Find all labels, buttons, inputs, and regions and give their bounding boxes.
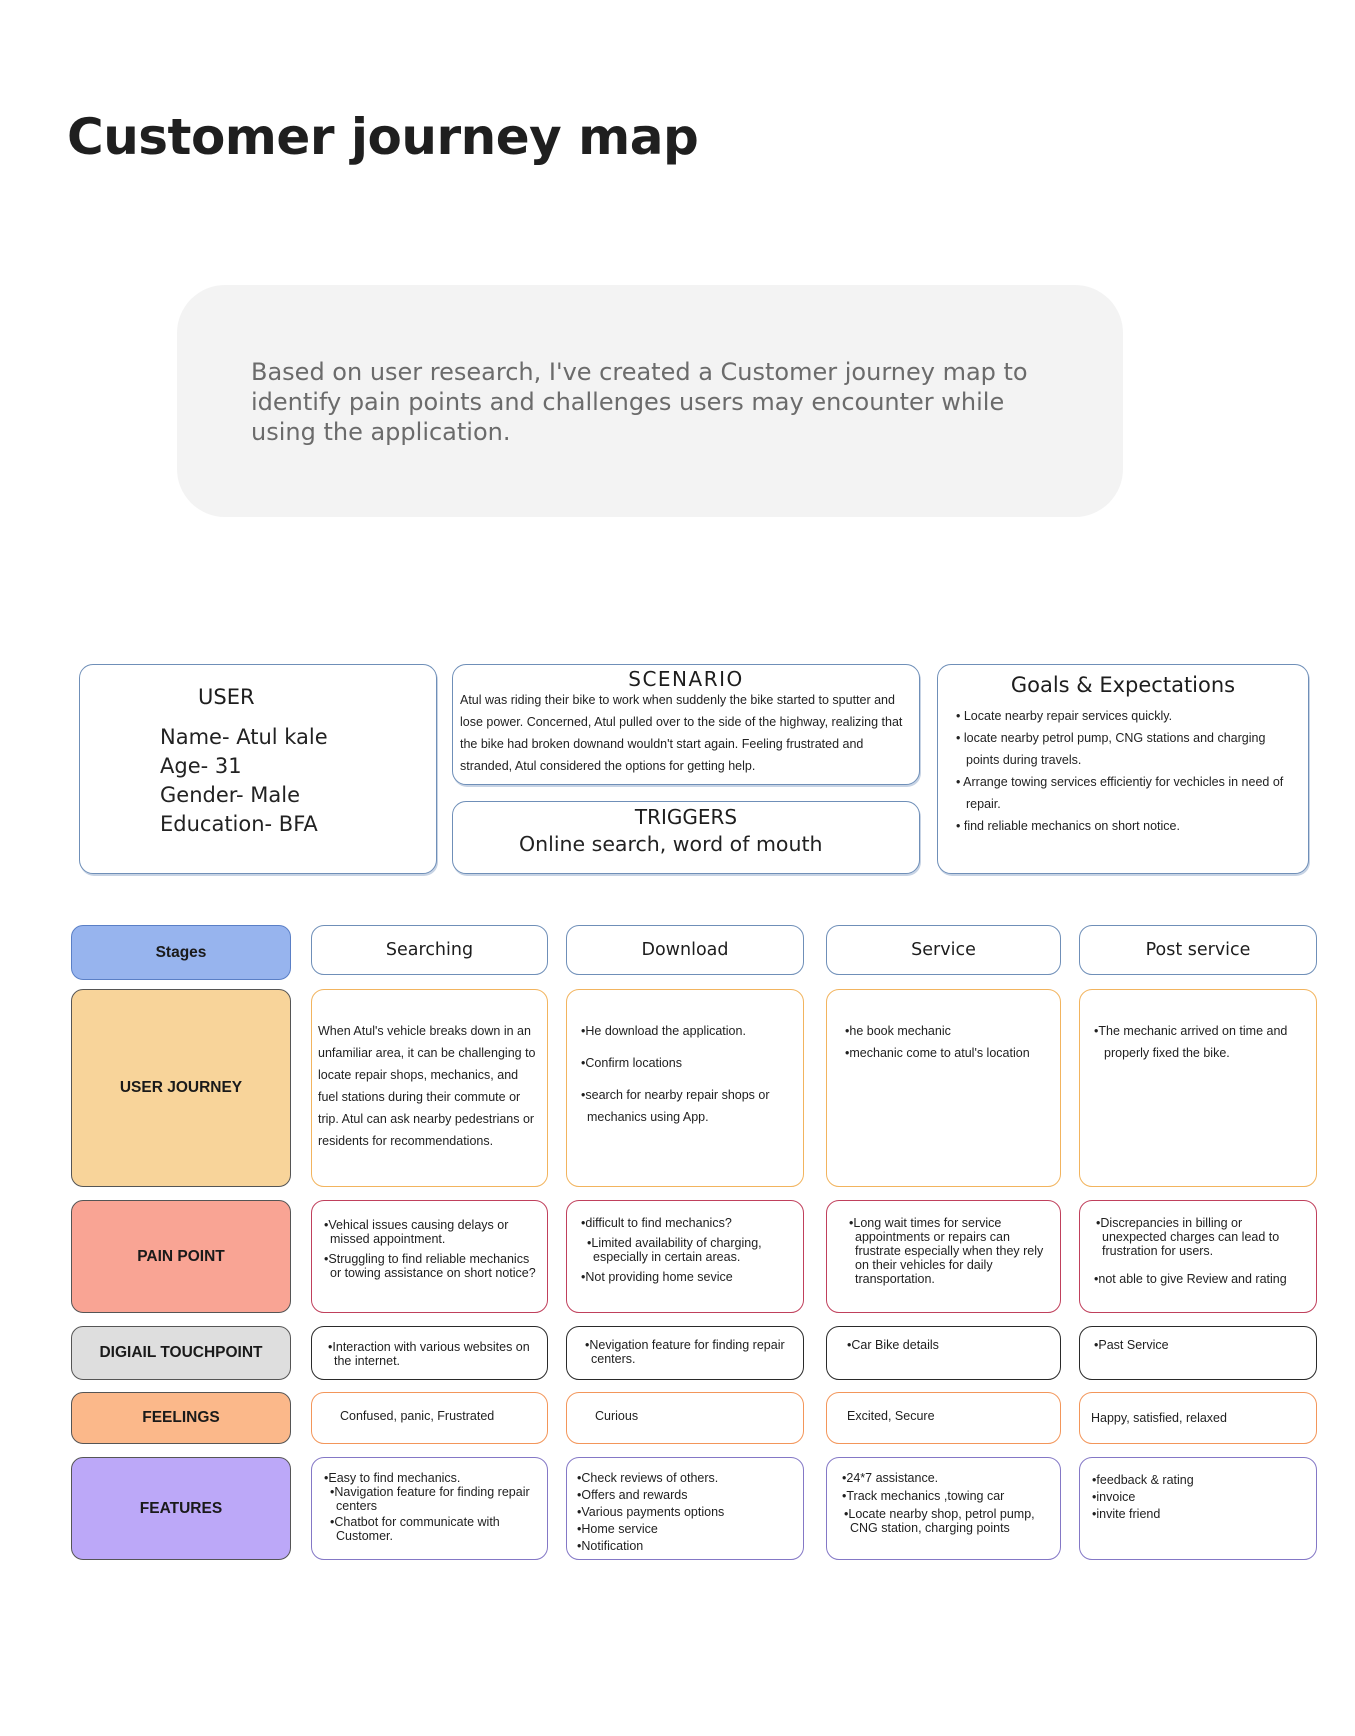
user-card: USER Name- Atul kale Age- 31 Gender- Mal… [79,664,437,874]
user-heading: USER [198,685,255,709]
pain-item: Limited availability of charging, especi… [581,1236,797,1264]
user-name: Name- Atul kale [160,725,328,749]
touch-item: Nevigation feature for finding repair ce… [583,1338,797,1366]
feature-item: Navigation feature for finding repair ce… [324,1485,543,1513]
feature-cell-service: 24*7 assistance. Track mechanics ,towing… [826,1457,1061,1560]
pain-item: difficult to find mechanics? [581,1216,797,1230]
pain-cell-searching: Vehical issues causing delays or missed … [311,1200,548,1313]
journey-item: he book mechanic [845,1020,1052,1042]
feeling-cell-searching: Confused, panic, Frustrated [311,1392,548,1444]
feeling-text: Curious [595,1409,639,1423]
pain-item: Not providing home sevice [581,1270,797,1284]
triggers-text: Online search, word of mouth [519,832,823,856]
row-label-touchpoint: DIGIAIL TOUCHPOINT [71,1326,291,1380]
journey-cell-download: He download the application. Confirm loc… [566,989,804,1187]
feature-item: Track mechanics ,towing car [842,1489,1054,1503]
touch-cell-searching: Interaction with various websites on the… [311,1326,548,1380]
feature-item: Locate nearby shop, petrol pump, CNG sta… [842,1507,1054,1535]
feeling-cell-post-service: Happy, satisfied, relaxed [1079,1392,1317,1444]
stage-service: Service [826,925,1061,975]
feature-item: Chatbot for communicate with Customer. [324,1515,543,1543]
feature-cell-post-service: feedback & rating invoice invite friend [1079,1457,1317,1560]
goal-item: locate nearby petrol pump, CNG stations … [956,727,1300,771]
goals-heading: Goals & Expectations [1010,673,1236,697]
user-details: Name- Atul kale Age- 31 Gender- Male Edu… [160,723,328,839]
row-label-stages: Stages [71,925,291,980]
feature-item: invite friend [1092,1507,1310,1521]
feature-cell-searching: Easy to find mechanics. Navigation featu… [311,1457,548,1560]
triggers-heading: TRIGGERS [634,805,738,829]
feeling-text: Happy, satisfied, relaxed [1091,1411,1227,1425]
pain-item: Struggling to find reliable mechanics or… [318,1252,543,1280]
stage-post-service: Post service [1079,925,1317,975]
journey-text: When Atul's vehicle breaks down in an un… [318,1024,536,1148]
goal-item: Arrange towing services efficientiy for … [956,771,1300,815]
triggers-card: TRIGGERS Online search, word of mouth [452,801,920,874]
scenario-heading: SCENARIO [628,667,744,691]
row-label-user-journey: USER JOURNEY [71,989,291,1187]
journey-cell-post-service: The mechanic arrived on time and properl… [1079,989,1317,1187]
scenario-text: Atul was riding their bike to work when … [460,693,903,773]
feature-item: Check reviews of others. [577,1471,797,1485]
goals-card: Goals & Expectations Locate nearby repai… [937,664,1309,874]
row-label-pain-point: PAIN POINT [71,1200,291,1313]
user-age: Age- 31 [160,754,242,778]
row-label-features: FEATURES [71,1457,291,1560]
journey-cell-searching: When Atul's vehicle breaks down in an un… [311,989,548,1187]
feature-item: Offers and rewards [577,1488,797,1502]
feeling-text: Excited, Secure [847,1409,935,1423]
pain-cell-service: Long wait times for service appointments… [826,1200,1061,1313]
goal-item: Locate nearby repair services quickly. [956,705,1300,727]
feeling-text: Confused, panic, Frustrated [340,1409,495,1423]
feature-item: Notification [577,1539,797,1553]
feature-item: 24*7 assistance. [842,1471,1054,1485]
goals-list: Locate nearby repair services quickly. l… [956,705,1300,837]
touch-cell-post-service: Past Service [1079,1326,1317,1380]
feature-item: invoice [1092,1490,1310,1504]
pain-cell-post-service: Discrepancies in billing or unexpected c… [1079,1200,1317,1313]
touch-cell-service: Car Bike details [826,1326,1061,1380]
touch-item: Interaction with various websites on the… [322,1340,541,1368]
pain-item: Vehical issues causing delays or missed … [318,1218,543,1246]
pain-item: Discrepancies in billing or unexpected c… [1094,1216,1310,1258]
stage-searching: Searching [311,925,548,975]
feature-item: Home service [577,1522,797,1536]
page-title: Customer journey map [67,108,699,166]
journey-item: search for nearby repair shops or mechan… [581,1084,793,1128]
journey-item: mechanic come to atul's location [845,1042,1052,1064]
feeling-cell-download: Curious [566,1392,804,1444]
journey-cell-service: he book mechanic mechanic come to atul's… [826,989,1061,1187]
pain-item: not able to give Review and rating [1094,1272,1310,1286]
scenario-card: SCENARIO Atul was riding their bike to w… [452,664,920,785]
stage-download: Download [566,925,804,975]
intro-callout: Based on user research, I've created a C… [177,285,1123,517]
feature-item: Various payments options [577,1505,797,1519]
feature-item: Easy to find mechanics. [324,1471,543,1485]
feeling-cell-service: Excited, Secure [826,1392,1061,1444]
journey-item: The mechanic arrived on time and properl… [1094,1020,1308,1064]
intro-text: Based on user research, I've created a C… [251,358,1028,446]
user-gender: Gender- Male [160,783,301,807]
pain-cell-download: difficult to find mechanics? Limited ava… [566,1200,804,1313]
journey-item: He download the application. [581,1020,793,1042]
feature-item: feedback & rating [1092,1473,1310,1487]
touch-cell-download: Nevigation feature for finding repair ce… [566,1326,804,1380]
touch-item: Car Bike details [847,1338,1054,1352]
feature-cell-download: Check reviews of others. Offers and rewa… [566,1457,804,1560]
touch-item: Past Service [1094,1338,1310,1352]
row-label-feelings: FEELINGS [71,1392,291,1444]
pain-item: Long wait times for service appointments… [847,1216,1050,1286]
journey-item: Confirm locations [581,1052,793,1074]
goal-item: find reliable mechanics on short notice. [956,815,1300,837]
user-education: Education- BFA [160,812,318,836]
